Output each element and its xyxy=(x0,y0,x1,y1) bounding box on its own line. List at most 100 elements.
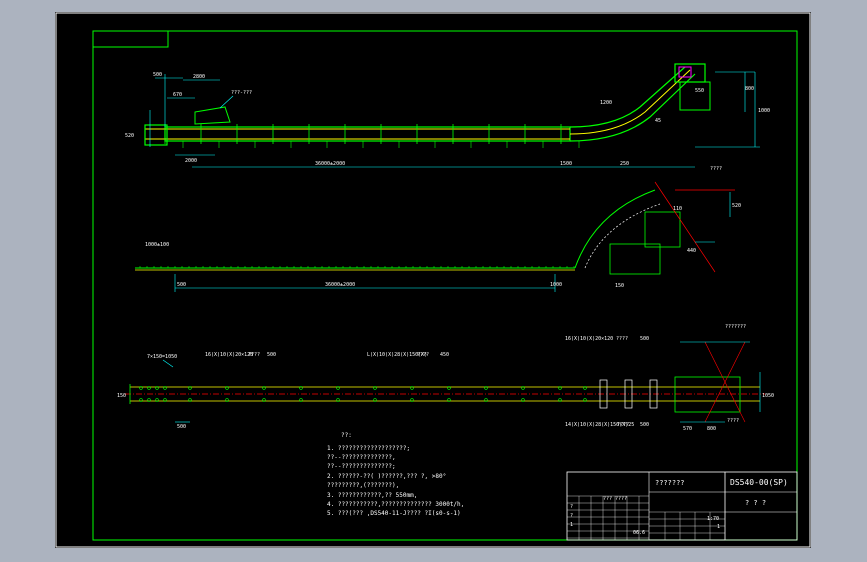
anchor-bolt xyxy=(139,386,143,390)
title-block-cell: ??? xyxy=(603,496,612,502)
support-plate xyxy=(649,379,658,409)
dim-500: 500 xyxy=(177,424,186,430)
dim-span: 36000±2000 xyxy=(315,161,345,167)
drawing-code: DS540-00(SP) xyxy=(730,478,788,487)
note-line: ?????????,(???????), xyxy=(327,482,399,489)
technical-notes: ??: 1. ???????????????????; ??--????????… xyxy=(327,432,464,517)
plan-left-label: 7×150=1050 xyxy=(147,354,177,360)
plan-val-c: 500 xyxy=(640,336,649,342)
plan-qty-e: ???? xyxy=(617,422,629,428)
anchor-bolt xyxy=(299,386,303,390)
dim-500: 500 xyxy=(153,72,162,78)
middle-left-label: 1000±100 xyxy=(145,242,169,248)
anchor-bolt xyxy=(262,386,266,390)
tail-box xyxy=(144,124,168,146)
note-line: 5. ???(??? ,DS540-11-J???? ?I(s0-s-1) xyxy=(327,510,461,517)
sheet-background xyxy=(55,12,811,548)
title-block-cell: ? xyxy=(570,513,573,519)
anchor-bolt xyxy=(583,386,587,390)
support-plate xyxy=(624,379,633,409)
dim-1000: 1000 xyxy=(758,108,770,114)
plan-label-b: L(X)10(X)28(X)150(X) xyxy=(367,352,427,358)
plan-qty-c: ???? xyxy=(616,336,628,342)
drawing-name: ??????? xyxy=(655,479,685,487)
dim-1000: 1000 xyxy=(550,282,562,288)
head-frame xyxy=(679,81,711,111)
plan-labels: 7×150=1050 16(X)10(X)20×128 ???? 500 L(X… xyxy=(117,324,774,432)
plan-head-frame xyxy=(674,376,741,413)
dim-150: 150 xyxy=(615,283,624,289)
dim-500: 500 xyxy=(177,282,186,288)
plan-qty-a: ???? xyxy=(248,352,260,358)
anchor-bolt xyxy=(373,398,377,402)
bottom-plan-view: 7×150=1050 16(X)10(X)20×128 ???? 500 L(X… xyxy=(117,324,774,432)
note-line: 2. ??????-??( )??????,??? ?, >80° xyxy=(327,473,446,480)
curve-upper xyxy=(569,66,686,128)
plan-label-c: 16(X)10(X)20×120 xyxy=(565,336,613,342)
anchor-bolt xyxy=(188,386,192,390)
plan-qty-b: ???? xyxy=(417,352,429,358)
dim-800: 800 xyxy=(707,426,716,432)
company-name: ? ? ? xyxy=(745,499,766,507)
dim-110: 110 xyxy=(673,206,682,212)
note-line: ??--??????????????; xyxy=(327,463,396,470)
middle-frame-b xyxy=(644,211,681,248)
anchor-bolt xyxy=(262,398,266,402)
anchor-bolt xyxy=(139,398,143,402)
scale-value: 1:70 xyxy=(707,516,719,522)
drawing-sheet[interactable]: 500 2800 670 520 2000 36000±2000 1500 25… xyxy=(55,12,811,548)
plan-anchors xyxy=(139,379,658,409)
anchor-bolt xyxy=(336,398,340,402)
title-block-grid xyxy=(567,495,725,541)
plan-label-f: ???? xyxy=(727,418,739,424)
title-block-cell: ? xyxy=(570,504,573,510)
dim-520: 520 xyxy=(125,133,134,139)
dim-440: 440 xyxy=(687,248,696,254)
anchor-bolt xyxy=(299,398,303,402)
dim-800: 800 xyxy=(745,86,754,92)
anchor-bolt xyxy=(336,386,340,390)
plan-head-cross-2 xyxy=(704,341,746,423)
leader-line xyxy=(219,95,234,109)
anchor-bolt xyxy=(155,398,159,402)
anchor-bolt xyxy=(410,386,414,390)
anchor-bolt xyxy=(188,398,192,402)
top-elevation-view: 500 2800 670 520 2000 36000±2000 1500 25… xyxy=(125,63,770,168)
plan-label-a: 16(X)10(X)20×128 xyxy=(205,352,253,358)
note-line: ??--??????????????, xyxy=(327,454,396,461)
anchor-bolt xyxy=(521,386,525,390)
plan-val-e: 500 xyxy=(640,422,649,428)
trough-segments xyxy=(164,124,580,148)
note-line: 3. ????????????,?? 550mm, xyxy=(327,492,417,499)
dim-520: 520 xyxy=(732,203,741,209)
plan-label-d: ??????? xyxy=(725,324,746,330)
support-plate xyxy=(599,379,608,409)
top-dimensions xyxy=(149,71,760,168)
dim-670: 670 xyxy=(173,92,182,98)
dim-45: 45 xyxy=(655,118,661,124)
inner-border xyxy=(92,30,798,541)
middle-arc-outer xyxy=(584,203,661,269)
corner-tag-box xyxy=(92,30,169,48)
dim-150: 150 xyxy=(117,393,126,399)
anchor-bolt xyxy=(447,386,451,390)
plan-dimensions xyxy=(162,341,761,423)
note-line: 1. ???????????????????; xyxy=(327,445,410,452)
top-dim-labels: 500 2800 670 520 2000 36000±2000 1500 25… xyxy=(125,72,770,167)
title-block-cell: ???? xyxy=(615,496,627,502)
anchor-bolt xyxy=(163,398,167,402)
anchor-bolt xyxy=(163,386,167,390)
drive-motor xyxy=(678,66,692,78)
plan-val-b: 450 xyxy=(440,352,449,358)
anchor-bolt xyxy=(147,398,151,402)
middle-right-label: ???? xyxy=(710,166,722,172)
anchor-bolt xyxy=(225,398,229,402)
feed-hopper xyxy=(194,106,231,125)
middle-ticks xyxy=(139,266,575,268)
dim-250: 250 xyxy=(620,161,629,167)
title-block: ??????? DS540-00(SP) ? ? ? 1:70 1 ? ? 1 … xyxy=(566,471,798,541)
outer-frame xyxy=(55,12,811,548)
dim-1500: 1500 xyxy=(560,161,572,167)
curve-rail xyxy=(569,69,691,135)
